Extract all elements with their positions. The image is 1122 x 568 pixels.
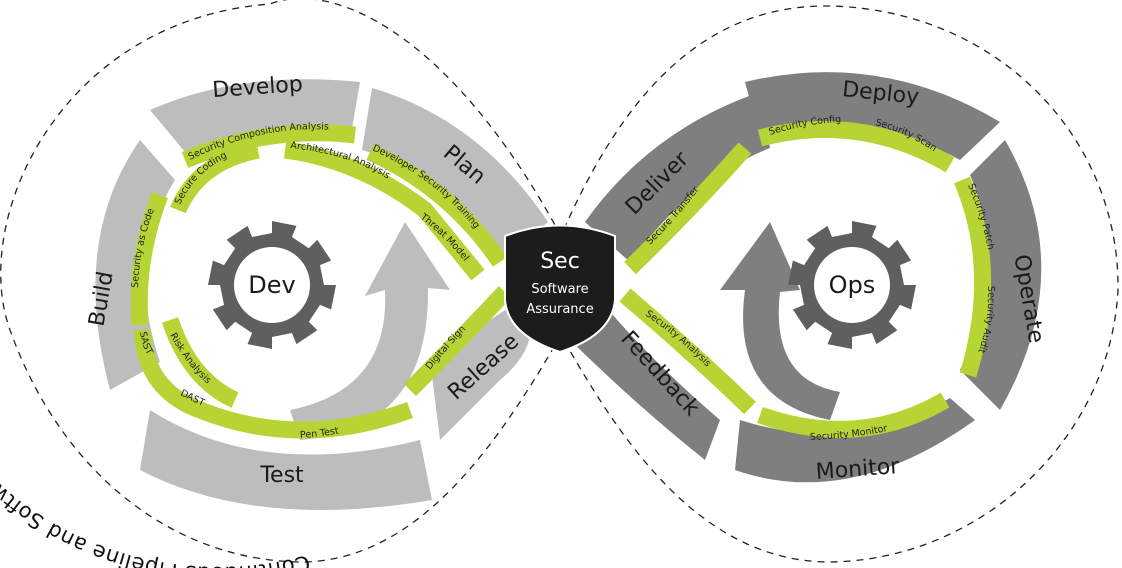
release-segment: [430, 300, 531, 440]
sec-shield: [504, 224, 616, 354]
ops-security-band: [619, 120, 992, 438]
shield-title: Sec: [540, 249, 580, 274]
dev-gear-hub: [234, 247, 310, 323]
feedback-segment: [560, 300, 720, 460]
ops-gear-hub: [814, 247, 890, 323]
ops-inner-arrow: [720, 222, 840, 420]
test-segment: [140, 410, 432, 510]
dev-inner-arrow: [290, 222, 450, 440]
dev-gear-label: Dev: [248, 271, 295, 299]
sec-pen-test: Pen Test: [300, 425, 340, 441]
dev-security-band: [130, 124, 512, 439]
plan-segment: [362, 88, 548, 262]
deliver-segment: [585, 92, 770, 262]
sec-risk-analysis: Risk Analysis: [167, 331, 213, 386]
shield-subtitle-line2: Assurance: [526, 302, 593, 317]
deploy-segment: [745, 72, 1000, 160]
shield-subtitle-line1: Software: [531, 282, 588, 297]
stage-test: Test: [259, 463, 304, 488]
ops-gear-label: Ops: [829, 271, 876, 299]
stage-monitor: Monitor: [815, 454, 901, 485]
